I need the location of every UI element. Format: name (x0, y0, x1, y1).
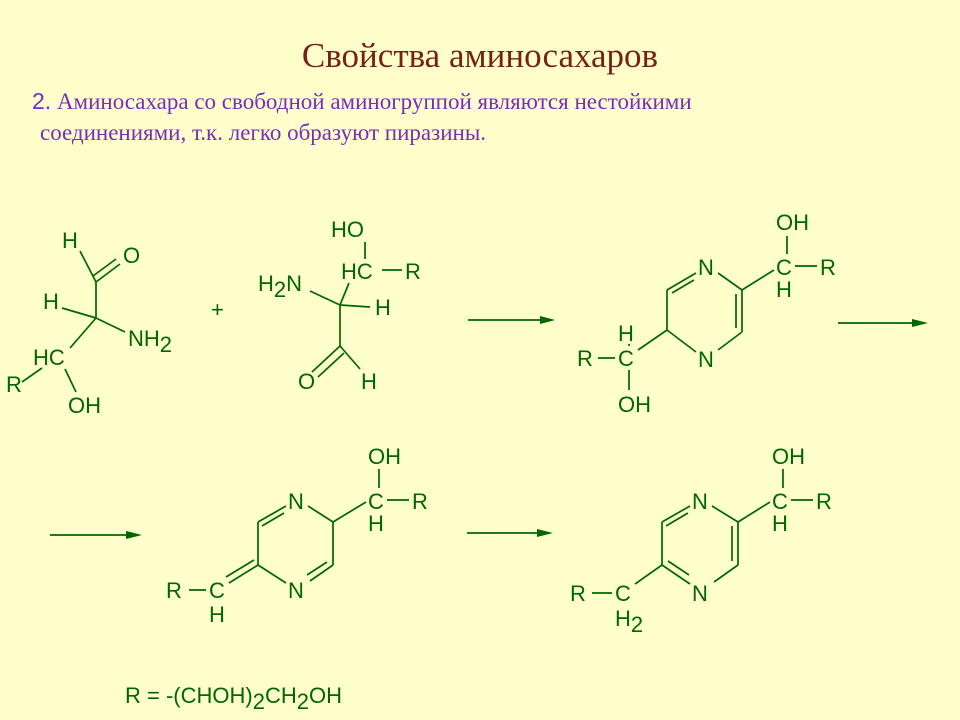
reaction-arrow (50, 531, 142, 539)
atom-ho: HO (331, 217, 364, 242)
atom-h: H (776, 277, 792, 302)
atom-oh: OH (618, 392, 651, 417)
atom-c: C (618, 346, 634, 371)
atom-h: H (375, 295, 391, 320)
atom-n: N (698, 347, 714, 372)
atom-h: H (772, 511, 788, 536)
point-number: 2. (32, 88, 52, 114)
atom-h: H (618, 321, 634, 346)
atom-n: N (288, 489, 304, 514)
atom-oh: OH (68, 393, 101, 418)
atom-c: C (209, 578, 225, 603)
atom-n: N (698, 255, 714, 280)
reaction-arrow (467, 529, 553, 537)
statement-line-2: соединениями, т.к. легко образуют пирази… (40, 120, 487, 145)
molecule-aminosugar-1: H O H NH2 HC R OH (6, 228, 172, 418)
atom-c: C (776, 255, 792, 280)
atom-n: N (692, 489, 708, 514)
atom-o: O (123, 243, 140, 268)
slide-title: Свойства аминосахаров (301, 36, 659, 75)
atom-n: N (288, 578, 304, 603)
atom-r: R (570, 581, 586, 606)
atom-h: H (361, 369, 377, 394)
atom-c: C (615, 581, 631, 606)
atom-r: R (412, 489, 428, 514)
molecule-pyrazine: OH C R H N N R C H2 (570, 444, 832, 637)
atom-r: R (6, 372, 22, 397)
atom-r: R (816, 489, 832, 514)
statement: 2. Аминосахара со свободной аминогруппой… (32, 86, 932, 148)
atom-r: R (405, 259, 421, 284)
atom-h: H (368, 511, 384, 536)
atom-h: H (209, 602, 225, 627)
atom-oh: OH (776, 210, 809, 235)
atom-nh: NH2 (128, 326, 172, 357)
atom-h2: H2 (615, 606, 643, 637)
atom-r: R (820, 255, 836, 280)
reaction-arrow (838, 319, 928, 327)
atom-hc: HC (341, 259, 373, 284)
plus-sign: + (211, 297, 224, 322)
molecule-aminosugar-2: HO HC R H2N H O H (258, 217, 421, 394)
atom-o: O (298, 369, 315, 394)
molecule-dihydropyrazine: OH C R H N N H R C OH (577, 210, 836, 417)
atom-oh: OH (772, 444, 805, 469)
molecule-methylene-dihydropyrazine: OH C R H N N R C H (166, 444, 428, 627)
atom-h2n: H2N (258, 271, 302, 302)
atom-r: R (577, 346, 593, 371)
atom-c: C (772, 489, 788, 514)
atom-oh: OH (368, 444, 401, 469)
r-definition: R = -(CHOH)2CH2OH (125, 683, 342, 714)
atom-r: R (166, 578, 182, 603)
atom-h: H (62, 228, 78, 253)
atom-n: N (692, 581, 708, 606)
atom-h: H (43, 289, 59, 314)
atom-c: C (368, 489, 384, 514)
reaction-arrow (468, 316, 555, 324)
atom-hc: HC (33, 345, 65, 370)
statement-line-1: Аминосахара со свободной аминогруппой яв… (56, 89, 692, 114)
